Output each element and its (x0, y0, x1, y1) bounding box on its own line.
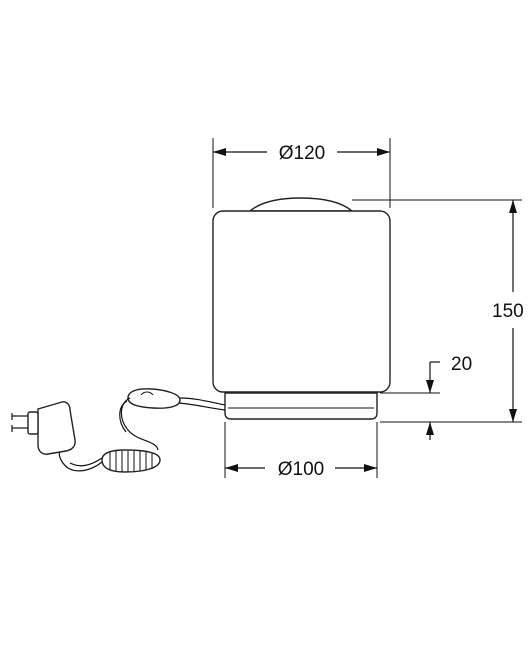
height-label: 150 (492, 301, 524, 322)
power-plug (11, 401, 76, 455)
lamp-cap (248, 197, 354, 212)
bottom-width-dimension: Ø100 (224, 422, 378, 480)
power-cable (58, 388, 226, 473)
lamp-shade (212, 210, 391, 393)
base-height-label: 20 (451, 354, 472, 375)
top-width-label: Ø120 (279, 143, 325, 164)
top-width-dimension: Ø120 (212, 138, 391, 208)
lamp-base (224, 392, 378, 420)
inline-switch (127, 388, 181, 409)
height-dimension: 150 (352, 199, 524, 423)
cable-coil (101, 449, 161, 473)
base-height-dimension: 20 (380, 354, 472, 440)
bottom-width-label: Ø100 (278, 459, 324, 480)
